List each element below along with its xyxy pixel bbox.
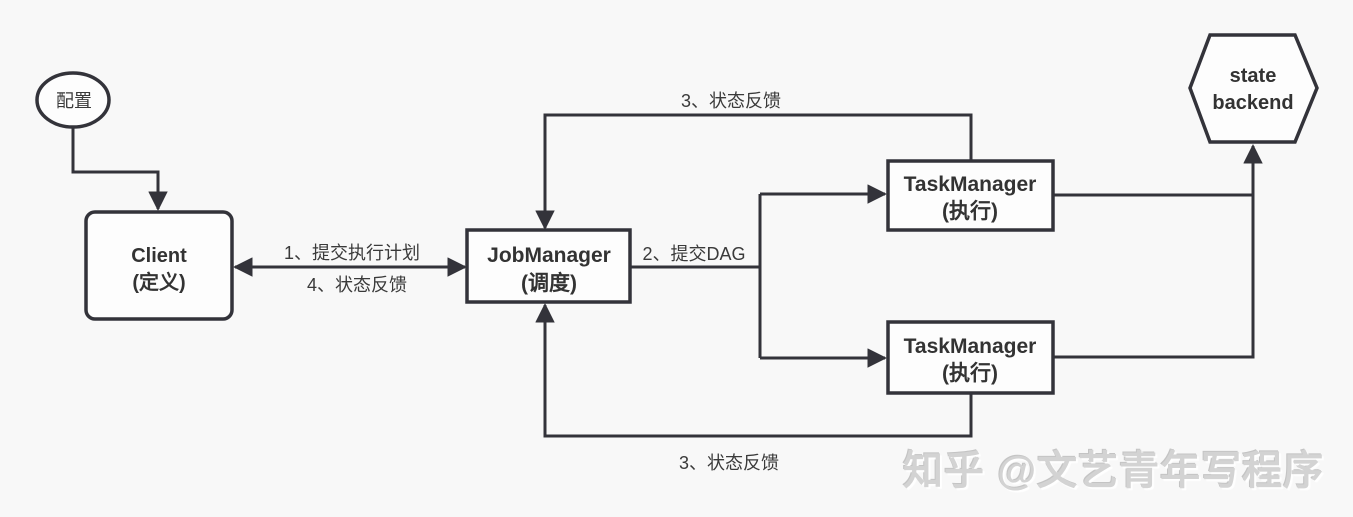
jobmanager-node-title: JobManager	[487, 244, 611, 267]
client-node-shape	[84, 210, 234, 321]
taskmanager-top-node-shape	[886, 159, 1055, 232]
taskmanager-top-node-title: TaskManager	[904, 173, 1037, 196]
taskmanager-bottom-node-subtitle: (执行)	[942, 361, 998, 385]
edge-feedback-bottom	[535, 303, 973, 438]
jobmanager-node: JobManager (调度)	[465, 228, 632, 304]
jobmanager-node-shape	[465, 228, 632, 304]
edge-label-submit-dag: 2、提交DAG	[642, 244, 745, 264]
taskmanager-bottom-node-shape	[886, 320, 1055, 395]
watermark: 知乎 @文艺青年写程序	[903, 449, 1325, 493]
edge-label-submit-plan: 1、提交执行计划	[284, 243, 420, 263]
state-backend-title-line2: backend	[1212, 92, 1293, 114]
jobmanager-node-subtitle: (调度)	[521, 271, 577, 295]
taskmanager-bottom-node-title: TaskManager	[904, 335, 1037, 358]
taskmanager-top-node: TaskManager (执行)	[886, 159, 1055, 232]
client-node-title: Client	[131, 245, 187, 267]
edge-config-to-client	[71, 127, 168, 211]
config-node-label: 配置	[56, 91, 92, 111]
edge-label-feedback-step3-bottom: 3、状态反馈	[679, 453, 779, 473]
state-backend-title-line1: state	[1230, 65, 1277, 87]
edge-label-feedback-step3-top: 3、状态反馈	[681, 91, 781, 111]
edge-label-feedback-step4: 4、状态反馈	[307, 275, 407, 295]
taskmanager-top-node-subtitle: (执行)	[942, 199, 998, 223]
config-node-shape	[35, 71, 111, 129]
state-backend-node: state backend	[1188, 33, 1319, 144]
state-backend-node-shape	[1188, 33, 1319, 144]
client-node-subtitle: (定义)	[132, 270, 185, 294]
client-node: Client (定义)	[84, 210, 234, 321]
edge-feedback-top	[535, 113, 973, 230]
config-node: 配置	[35, 71, 111, 129]
taskmanager-bottom-node: TaskManager (执行)	[886, 320, 1055, 395]
